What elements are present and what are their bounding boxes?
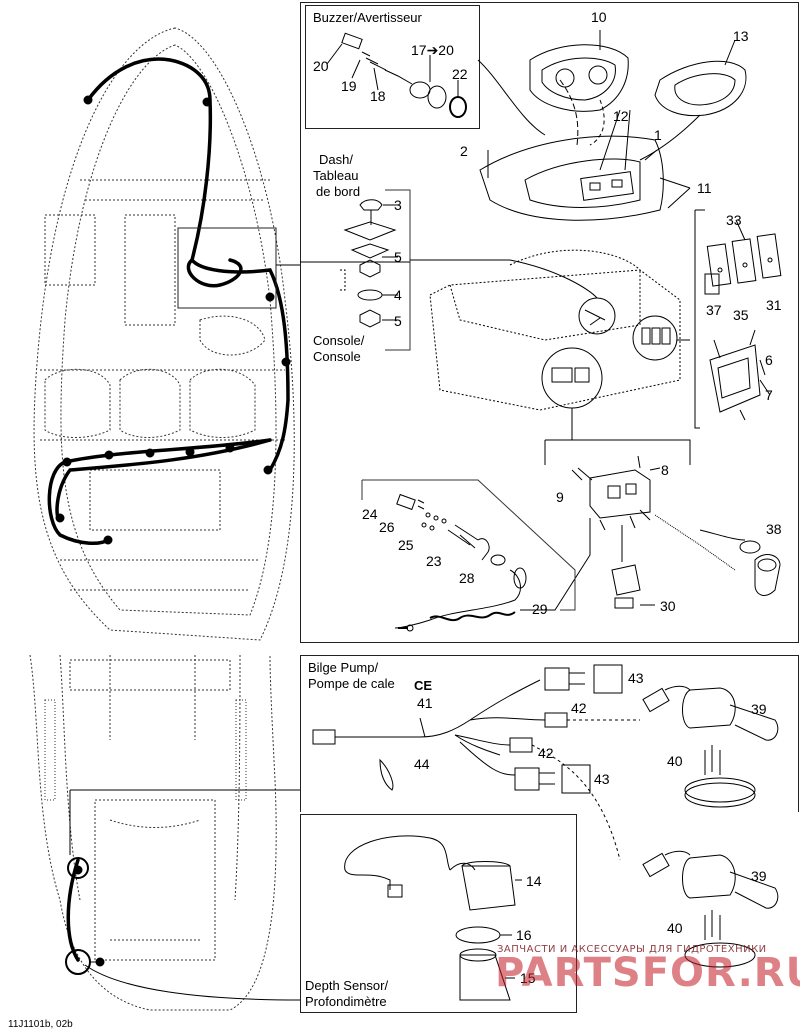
callout-7: 7 [765, 387, 773, 403]
callout-14: 14 [526, 873, 542, 889]
console-label-line2: Console [313, 349, 361, 364]
depth-sensor-label-line1: Depth Sensor/ [305, 978, 389, 993]
depth-sensor-panel [300, 814, 577, 1013]
callout-43-top: 43 [628, 670, 644, 686]
callout-33: 33 [726, 212, 742, 228]
callout-44: 44 [414, 756, 430, 772]
callout-5-top: 5 [394, 249, 402, 265]
callout-22: 22 [452, 66, 468, 82]
bilge-pump-panel [300, 655, 799, 812]
callout-8: 8 [661, 462, 669, 478]
callout-40-top: 40 [667, 753, 683, 769]
callout-28: 28 [459, 570, 475, 586]
callout-9: 9 [556, 489, 564, 505]
callout-3: 3 [394, 197, 402, 213]
callout-26: 26 [379, 519, 395, 535]
callout-16: 16 [516, 927, 532, 943]
callout-30: 30 [660, 598, 676, 614]
callout-18: 18 [370, 88, 386, 104]
callout-17-20: 17➔20 [411, 42, 454, 58]
callout-15: 15 [520, 970, 536, 986]
callout-6: 6 [765, 352, 773, 368]
callout-5-bottom: 5 [394, 313, 402, 329]
dash-label-line3: de bord [316, 184, 361, 199]
callout-19: 19 [341, 78, 357, 94]
callout-10: 10 [591, 9, 607, 25]
watermark-logo: PARTSFOR.RU [495, 950, 800, 996]
callout-39-top: 39 [751, 701, 767, 717]
bilge-pump-label-line2: Pompe de cale [308, 676, 395, 691]
dash-label-line2: Tableau [313, 168, 359, 183]
callout-13: 13 [733, 28, 749, 44]
callout-23: 23 [426, 553, 442, 569]
callout-42-top: 42 [571, 700, 587, 716]
figure-reference: 11J1101b, 02b [8, 1019, 73, 1030]
watermark-caption: ЗАПЧАСТИ И АКСЕССУАРЫ ДЛЯ ГИДРОТЕХНИКИ [497, 944, 767, 955]
callout-12: 12 [613, 108, 629, 124]
callout-37: 37 [706, 302, 722, 318]
callout-39-bottom: 39 [751, 868, 767, 884]
ce-mark: CE [414, 678, 433, 693]
callout-2: 2 [460, 143, 468, 159]
dash-label-line1: Dash/ [319, 152, 353, 167]
bilge-pump-label-line1: Bilge Pump/ [308, 660, 379, 675]
callout-38: 38 [766, 521, 782, 537]
callout-11: 11 [697, 180, 712, 196]
callout-20-buzzer: 20 [313, 58, 329, 74]
callout-1: 1 [654, 127, 662, 143]
callout-43-bottom: 43 [594, 771, 610, 787]
buzzer-section-label: Buzzer/Avertisseur [313, 10, 422, 25]
callout-29: 29 [532, 601, 548, 617]
callout-31: 31 [766, 297, 782, 313]
callout-41: 41 [417, 695, 433, 711]
callout-4: 4 [394, 287, 402, 303]
callout-35: 35 [733, 307, 749, 323]
callout-40-bottom: 40 [667, 920, 683, 936]
depth-sensor-label-line2: Profondimètre [305, 994, 387, 1009]
console-label-line1: Console/ [313, 333, 365, 348]
callout-25: 25 [398, 537, 414, 553]
callout-42-bottom: 42 [538, 745, 554, 761]
callout-24: 24 [362, 506, 378, 522]
